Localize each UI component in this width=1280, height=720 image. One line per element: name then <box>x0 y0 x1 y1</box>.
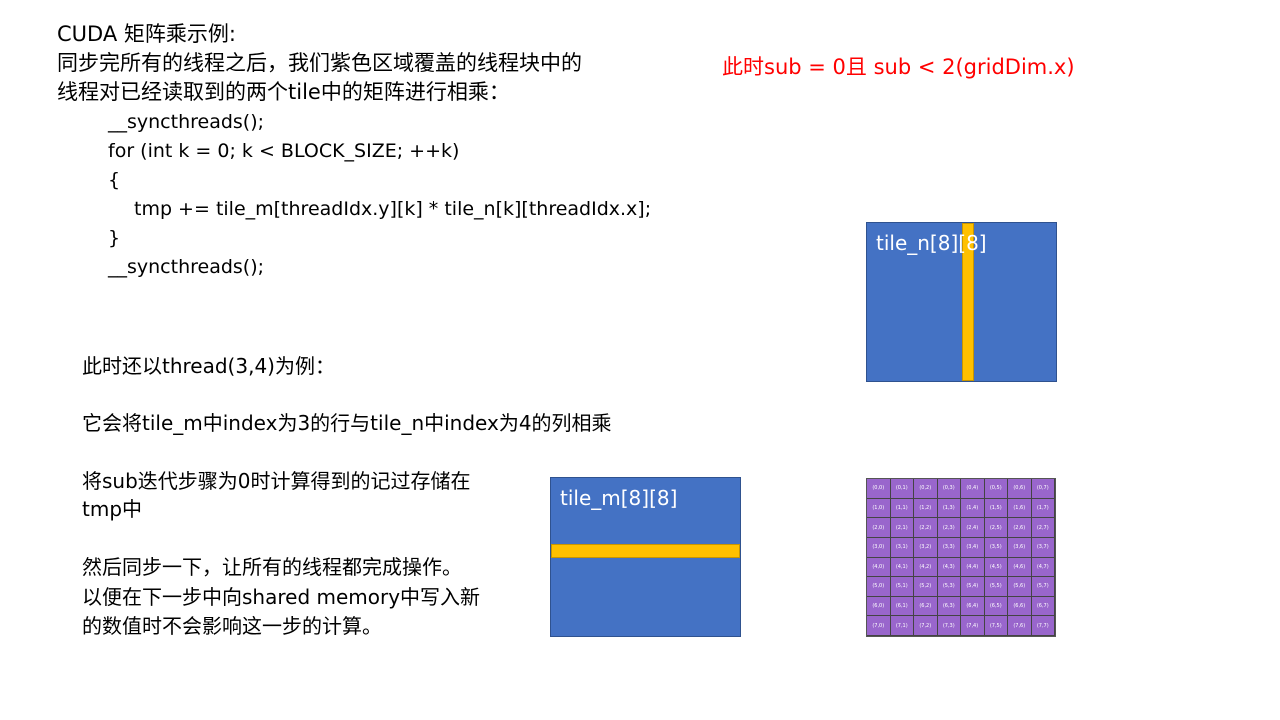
thread-cell: (1,2) <box>914 498 938 519</box>
thread-cell: (0,6) <box>1008 479 1032 499</box>
thread-cell: (7,7) <box>1031 616 1055 636</box>
thread-cell: (0,5) <box>984 479 1008 499</box>
thread-cell: (0,1) <box>890 479 914 499</box>
thread-cell: (6,2) <box>914 596 938 617</box>
thread-cell: (4,6) <box>1008 557 1032 578</box>
code-line-3: { <box>108 169 121 191</box>
explanation-p1: 此时还以thread(3,4)为例： <box>82 354 335 378</box>
thread-cell: (4,5) <box>984 557 1008 578</box>
thread-cell: (5,6) <box>1008 577 1032 597</box>
thread-cell: (3,4) <box>961 537 985 558</box>
thread-cell: (2,0) <box>867 518 891 538</box>
thread-cell: (6,4) <box>961 596 985 617</box>
thread-cell: (3,7) <box>1031 537 1055 558</box>
thread-cell: (6,1) <box>890 596 914 617</box>
tile-n-highlight-column <box>962 223 974 381</box>
thread-cell: (1,6) <box>1008 498 1032 519</box>
intro-line-1: 同步完所有的线程之后，我们紫色区域覆盖的线程块中的 <box>57 51 582 75</box>
thread-cell: (5,7) <box>1031 577 1055 597</box>
tile-m: tile_m[8][8] <box>550 477 741 637</box>
thread-cell: (6,5) <box>984 596 1008 617</box>
thread-cell: (4,7) <box>1031 557 1055 578</box>
thread-cell: (5,5) <box>984 577 1008 597</box>
thread-cell: (1,0) <box>867 498 891 519</box>
thread-cell: (6,0) <box>867 596 891 617</box>
explanation-p4-line1: 然后同步一下，让所有的线程都完成操作。 <box>82 555 462 579</box>
thread-cell: (7,3) <box>937 616 961 636</box>
code-line-1: __syncthreads(); <box>108 111 265 133</box>
thread-cell: (0,0) <box>867 479 891 499</box>
code-line-5: } <box>108 227 121 249</box>
code-line-4: tmp += tile_m[threadIdx.y][k] * tile_n[k… <box>134 198 652 220</box>
thread-cell: (6,3) <box>937 596 961 617</box>
thread-cell: (2,2) <box>914 518 938 538</box>
code-line-2: for (int k = 0; k < BLOCK_SIZE; ++k) <box>108 140 460 162</box>
thread-cell: (3,6) <box>1008 537 1032 558</box>
thread-cell: (4,4) <box>961 557 985 578</box>
thread-cell: (1,5) <box>984 498 1008 519</box>
thread-cell: (1,7) <box>1031 498 1055 519</box>
intro-line-2: 线程对已经读取到的两个tile中的矩阵进行相乘： <box>57 80 510 104</box>
tile-n: tile_n[8][8] <box>866 222 1057 382</box>
explanation-p4-line3: 的数值时不会影响这一步的计算。 <box>82 614 382 638</box>
thread-cell: (2,4) <box>961 518 985 538</box>
explanation-p4-line2: 以便在下一步中向shared memory中写入新 <box>82 585 481 609</box>
explanation-p3-line2: tmp中 <box>82 497 143 521</box>
thread-cell: (3,2) <box>914 537 938 558</box>
thread-cell: (3,1) <box>890 537 914 558</box>
thread-cell: (0,7) <box>1031 479 1055 499</box>
thread-cell: (0,2) <box>914 479 938 499</box>
thread-cell: (2,5) <box>984 518 1008 538</box>
explanation-p3-line1: 将sub迭代步骤为0时计算得到的记过存储在 <box>82 469 471 493</box>
thread-cell: (0,4) <box>961 479 985 499</box>
thread-cell: (4,0) <box>867 557 891 578</box>
tile-m-highlight-row <box>551 544 740 558</box>
thread-cell: (7,2) <box>914 616 938 636</box>
thread-cell: (6,6) <box>1008 596 1032 617</box>
tile-n-label: tile_n[8][8] <box>876 231 987 255</box>
thread-cell: (3,0) <box>867 537 891 558</box>
thread-cell: (7,4) <box>961 616 985 636</box>
thread-cell: (2,6) <box>1008 518 1032 538</box>
thread-cell: (7,0) <box>867 616 891 636</box>
tile-m-label: tile_m[8][8] <box>560 486 678 510</box>
thread-cell: (4,1) <box>890 557 914 578</box>
thread-cell: (3,5) <box>984 537 1008 558</box>
thread-cell: (5,4) <box>961 577 985 597</box>
slide-title: CUDA 矩阵乘示例: <box>57 22 236 46</box>
thread-cell: (1,3) <box>937 498 961 519</box>
thread-cell: (7,6) <box>1008 616 1032 636</box>
thread-cell: (0,3) <box>937 479 961 499</box>
thread-cell: (5,0) <box>867 577 891 597</box>
thread-cell: (5,3) <box>937 577 961 597</box>
explanation-p2: 它会将tile_m中index为3的行与tile_n中index为4的列相乘 <box>82 411 612 435</box>
thread-cell: (4,3) <box>937 557 961 578</box>
thread-cell: (5,2) <box>914 577 938 597</box>
thread-cell: (5,1) <box>890 577 914 597</box>
thread-cell: (1,1) <box>890 498 914 519</box>
thread-cell: (6,7) <box>1031 596 1055 617</box>
thread-cell: (7,1) <box>890 616 914 636</box>
thread-cell: (2,1) <box>890 518 914 538</box>
thread-block-grid: (0,0)(0,1)(0,2)(0,3)(0,4)(0,5)(0,6)(0,7)… <box>866 478 1056 637</box>
code-line-6: __syncthreads(); <box>108 256 265 278</box>
status-note: 此时sub = 0且 sub < 2(gridDim.x) <box>722 55 1075 79</box>
thread-cell: (3,3) <box>937 537 961 558</box>
thread-cell: (7,5) <box>984 616 1008 636</box>
thread-cell: (1,4) <box>961 498 985 519</box>
thread-cell: (2,7) <box>1031 518 1055 538</box>
thread-cell: (4,2) <box>914 557 938 578</box>
thread-cell: (2,3) <box>937 518 961 538</box>
